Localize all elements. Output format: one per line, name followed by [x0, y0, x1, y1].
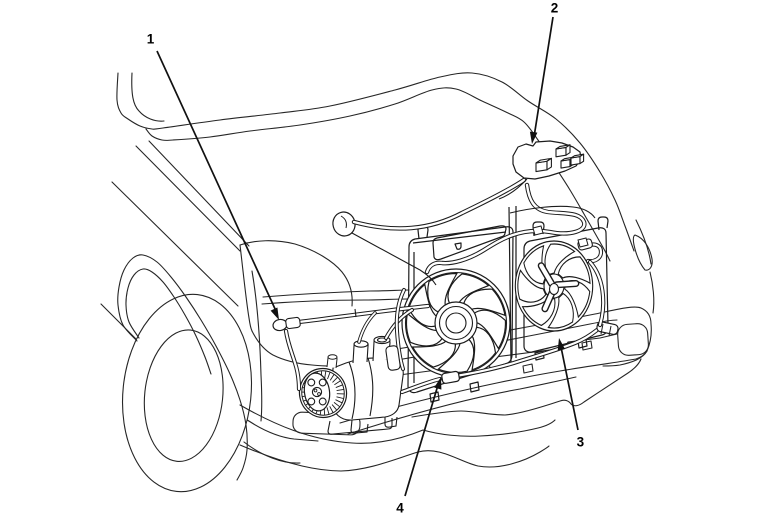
svg-text:3: 3 — [577, 434, 585, 449]
svg-text:2: 2 — [551, 1, 559, 16]
svg-text:1: 1 — [147, 32, 155, 47]
svg-text:4: 4 — [396, 501, 404, 516]
